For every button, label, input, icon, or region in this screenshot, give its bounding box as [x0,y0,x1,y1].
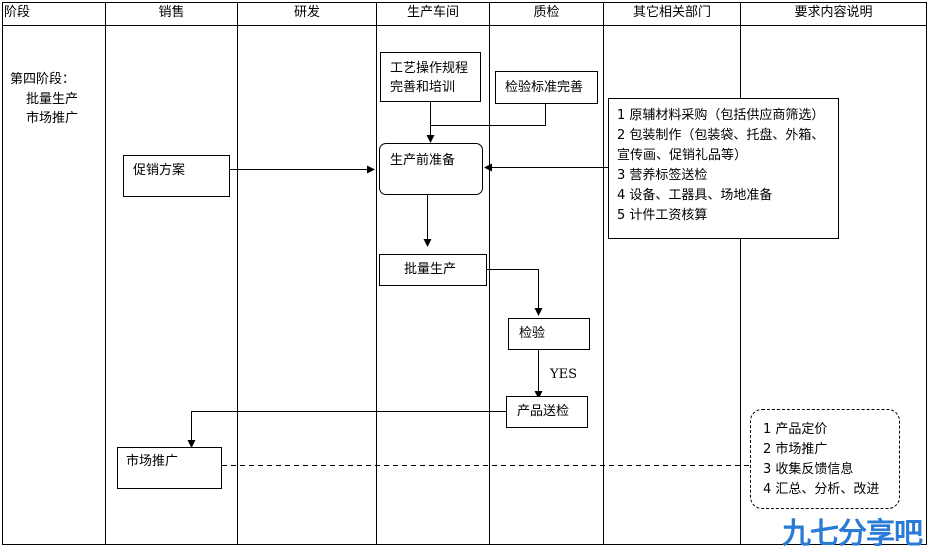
arrow-mass-to-inspect [487,269,543,316]
node-process-spec: 工艺操作规程 完善和培训 [380,52,481,102]
node-product-submission: 产品送检 [506,396,588,428]
note-market-item: 2 市场推广 [763,442,828,457]
note-other-dept: 1 原辅材料采购（包括供应商筛选） 2 包装制作（包装袋、托盘、外箱、 宣传画、… [608,98,839,239]
header-sales: 销售 [158,5,185,20]
note-other-dept-item: 5 计件工资核算 [617,208,708,223]
watermark-logo: 九七分享吧 [782,516,923,550]
header-other-dept: 其它相关部门 [632,5,711,20]
header-requirements: 要求内容说明 [794,5,873,20]
note-market: 1 产品定价 2 市场推广 3 收集反馈信息 4 汇总、分析、改进 [750,409,900,509]
stage-sub-production: 批量生产 [26,92,79,107]
arrow-standard-to-prep [430,104,546,126]
note-other-dept-item: 3 营养标签送检 [617,168,708,183]
note-market-item: 4 汇总、分析、改进 [763,482,880,497]
stage-label: 第四阶段： [10,72,76,87]
note-market-item: 1 产品定价 [763,422,828,437]
note-other-dept-item: 2 包装制作（包装袋、托盘、外箱、 [617,128,825,143]
note-other-dept-item: 1 原辅材料采购（包括供应商筛选） [617,108,825,123]
note-other-dept-item: 宣传画、促销礼品等） [617,148,748,163]
node-pre-production: 生产前准备 [379,143,483,195]
header-workshop: 生产车间 [406,5,459,20]
node-process-spec-line2: 完善和培训 [390,80,456,95]
node-inspection-standard: 检验标准完善 [495,71,598,104]
note-other-dept-item: 4 设备、工器具、场地准备 [617,188,773,203]
yes-label: YES [550,367,577,382]
node-mass-production: 批量生产 [379,254,487,286]
arrow-submit-to-market [187,411,506,448]
node-process-spec-line1: 工艺操作规程 [390,61,469,76]
node-inspection: 检验 [508,318,590,350]
header-rnd: 研发 [293,5,320,20]
stage-sub-market: 市场推广 [26,111,79,126]
note-market-item: 3 收集反馈信息 [763,462,854,477]
header-stage: 阶段 [4,5,31,20]
node-market-promotion: 市场推广 [117,447,222,489]
node-promotion-plan: 促销方案 [123,155,230,197]
header-qc: 质检 [533,5,560,20]
